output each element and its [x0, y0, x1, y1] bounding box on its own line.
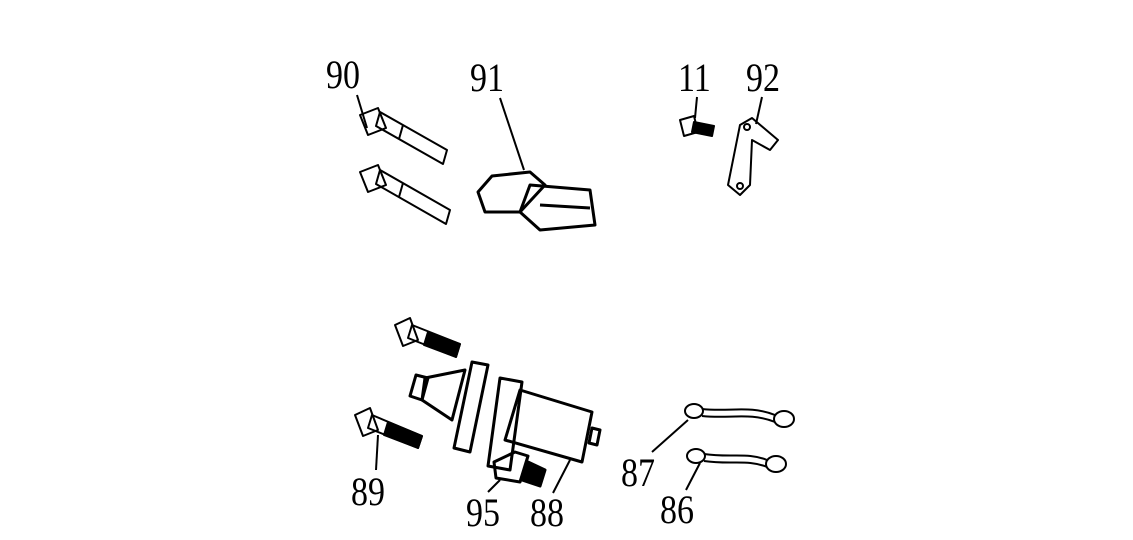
callout-95: 95: [466, 490, 500, 535]
part-91-bracket: [476, 170, 597, 232]
callout-89: 89: [351, 469, 385, 514]
part-89-bolts: [354, 317, 461, 449]
callout-11: 11: [678, 55, 711, 100]
part-88-starter-motor: [408, 360, 602, 472]
callout-86: 86: [660, 487, 694, 532]
callout-91: 91: [470, 55, 504, 100]
leader-lines: [356, 94, 763, 494]
part-11-screw: [679, 115, 715, 137]
callout-92: 92: [746, 55, 780, 100]
part-87-cable: [684, 403, 795, 428]
callout-88: 88: [530, 490, 564, 535]
part-95-relay: [492, 450, 547, 488]
callout-87: 87: [621, 450, 655, 495]
part-90-long-bolts: [359, 107, 451, 225]
callout-90: 90: [326, 52, 360, 97]
part-92-lever: [727, 117, 779, 196]
part-86-cable: [686, 448, 787, 473]
